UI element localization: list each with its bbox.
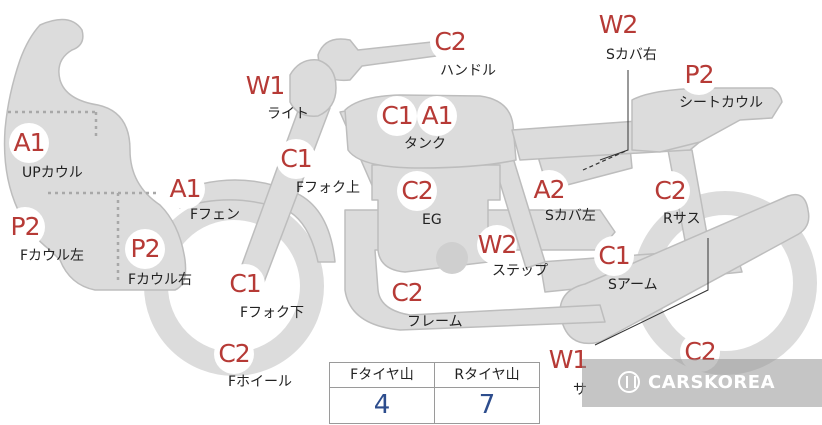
grade-badge-f-fork-upper: C1 <box>276 139 316 179</box>
part-label-f-cowl-left: Fカウル左 <box>20 248 85 264</box>
part-label-tank: タンク <box>404 136 446 152</box>
grade-badge-f-cowl-left: P2 <box>5 207 45 247</box>
part-label-step: ステップ <box>492 263 548 279</box>
grade-badge-f-cowl-right: P2 <box>125 229 165 269</box>
grade-badge-up-cowl: A1 <box>9 123 49 163</box>
part-label-s-arm: Sアーム <box>608 277 658 293</box>
grade-badge-tank-c1: C1 <box>377 96 417 136</box>
part-label-f-fork-lower: Fフォク下 <box>240 305 305 321</box>
grade-badge-seat-cowl: P2 <box>679 55 719 95</box>
part-label-r-suspension: Rサス <box>663 211 701 227</box>
carskorea-watermark: CARSKOREA <box>582 359 822 407</box>
grade-badge-frame: C2 <box>387 273 427 313</box>
grade-badge-engine: C2 <box>397 171 437 211</box>
grade-badge-f-wheel: C2 <box>214 334 254 374</box>
front-tire-value: 4 <box>373 390 391 420</box>
part-label-s-cover-left: Sカバ左 <box>545 208 596 224</box>
part-label-frame: フレーム <box>407 314 463 330</box>
watermark-text: CARSKOREA <box>648 372 775 393</box>
grade-badge-light: W1 <box>245 66 285 106</box>
grade-badge-tank: A1 <box>417 96 457 136</box>
muffler-shape <box>559 193 810 345</box>
part-label-seat-cowl: シートカウル <box>679 95 763 111</box>
grade-badge-s-arm: C1 <box>594 236 634 276</box>
leader-line-muffler <box>594 238 709 346</box>
grade-badge-s-cover-right: W2 <box>598 5 638 45</box>
handlebar-shape <box>317 38 441 82</box>
grade-badge-f-fender: A1 <box>165 169 205 209</box>
rear-tire-value: 7 <box>478 390 496 420</box>
part-label-handle: ハンドル <box>440 63 496 79</box>
part-label-s-cover-right: Sカバ右 <box>606 47 657 63</box>
part-label-up-cowl: UPカウル <box>22 165 83 181</box>
grade-badge-step: W2 <box>477 225 517 265</box>
carskorea-logo-icon <box>618 371 640 393</box>
tire-tread-table: Fタイヤ山 Rタイヤ山 4 7 <box>329 362 540 424</box>
headlight-shape <box>289 59 337 117</box>
front-tire-header: Fタイヤ山 <box>330 363 434 388</box>
part-label-f-fender: Fフェン <box>190 207 241 223</box>
grade-badge-handle: C2 <box>430 22 470 62</box>
table-divider <box>434 363 435 423</box>
part-label-light: ライト <box>267 106 309 122</box>
grade-badge-r-suspension: C2 <box>650 171 690 211</box>
leader-line-dashed-s-cover <box>582 149 629 171</box>
part-label-f-wheel: Fホイール <box>228 374 293 390</box>
grade-badge-muffler: W1 <box>548 340 588 380</box>
grade-badge-f-fork-lower: C1 <box>225 264 265 304</box>
seat-cowl-shape <box>631 87 783 153</box>
fairing-shape <box>3 18 187 291</box>
part-label-engine: EG <box>422 212 442 228</box>
part-label-f-fork-upper: Fフォク上 <box>296 180 361 196</box>
engine-cover-shape <box>436 242 468 274</box>
rear-tire-header: Rタイヤ山 <box>435 363 539 388</box>
grade-badge-s-cover-left: A2 <box>529 170 569 210</box>
part-label-f-cowl-right: Fカウル右 <box>128 272 193 288</box>
